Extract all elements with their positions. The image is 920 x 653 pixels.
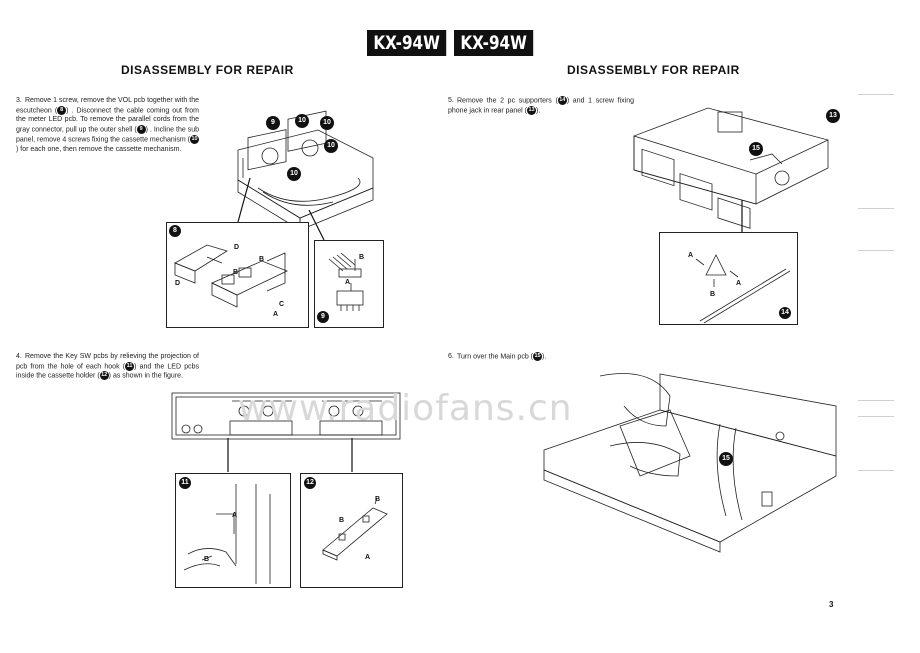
page-number: 3 xyxy=(829,600,834,609)
inset-14: A A B 14 xyxy=(659,232,798,325)
arrow-label: B xyxy=(233,269,239,276)
arrow-label: B xyxy=(259,256,265,263)
edge-mark xyxy=(858,94,894,95)
step-4: 4.Remove the Key SW pcbs by relieving th… xyxy=(16,352,199,381)
inset-11-illustration xyxy=(183,484,271,584)
callout: 15 xyxy=(749,142,763,156)
model-banner: KX-94W KX-94W xyxy=(367,30,553,56)
inset-number: 12 xyxy=(304,477,316,489)
step-6: 6.Turn over the Main pcb (15). xyxy=(448,352,634,362)
inset-9: B A 9 xyxy=(314,240,384,328)
arrow-label: B xyxy=(204,556,210,563)
step-number: 5. xyxy=(448,97,454,105)
arrow-label: A xyxy=(232,512,238,519)
model-label: KX-94W xyxy=(454,30,534,56)
inset-8: 8 D D B B C A xyxy=(166,222,309,328)
callout: 10 xyxy=(324,139,338,153)
arrow-label: B xyxy=(359,254,365,261)
edge-mark xyxy=(858,208,894,209)
step-number: 3. xyxy=(16,97,22,104)
ref-badge: 9 xyxy=(136,124,146,134)
edge-mark xyxy=(858,470,894,471)
step-5: 5.Remove the 2 pc supporters (14) and 1 … xyxy=(448,96,634,116)
arrow-label: A xyxy=(273,311,279,318)
inset-number: 11 xyxy=(179,477,191,489)
section-title-left: DISASSEMBLY FOR REPAIR xyxy=(121,63,294,77)
inset-14-illustration xyxy=(695,254,791,324)
section-title-right: DISASSEMBLY FOR REPAIR xyxy=(567,63,740,77)
arrow-label: B xyxy=(339,517,345,524)
step-text: ) as shown in the figure. xyxy=(108,372,183,380)
ref-badge: 13 xyxy=(527,105,536,115)
edge-mark xyxy=(858,416,894,417)
ref-badge: 14 xyxy=(557,96,567,105)
step-text: ). xyxy=(536,107,541,115)
inset-11: 11 A B xyxy=(175,473,291,588)
inset-12: 12 B B A xyxy=(300,473,403,588)
step-text: ). xyxy=(542,353,547,361)
ref-badge: 11 xyxy=(125,361,135,371)
step-text: ) and 1 screw fixing phone jack in rear … xyxy=(448,97,634,115)
step-number: 4. xyxy=(16,353,22,360)
ref-badge: 8 xyxy=(57,105,67,115)
step-text: Turn over the Main pcb ( xyxy=(457,353,533,361)
callout: 10 xyxy=(320,116,334,130)
step-3: 3.Remove 1 screw, remove the VOL pcb tog… xyxy=(16,96,199,154)
callout: 10 xyxy=(287,167,301,181)
watermark: www.radiofans.cn xyxy=(238,388,573,429)
arrow-label: B xyxy=(375,496,381,503)
callout: 10 xyxy=(295,114,309,128)
arrow-label: D xyxy=(175,280,181,287)
figure-front-panel xyxy=(171,392,401,440)
callout: 13 xyxy=(826,109,840,123)
model-label: KX-94W xyxy=(367,30,447,56)
ref-badge: 10 xyxy=(190,134,199,144)
step-text: ) . Incline the sub panel, remove 4 scre… xyxy=(16,126,199,144)
figure-main-pcb xyxy=(543,373,837,553)
edge-mark xyxy=(858,250,894,251)
figure-chassis-rear xyxy=(633,107,829,229)
callout: 9 xyxy=(266,116,280,130)
arrow-label: A xyxy=(345,279,351,286)
edge-mark xyxy=(858,400,894,401)
step-text: ) . Disconnect the cable coming out from… xyxy=(16,106,199,134)
step-text: ) and the LED pcbs inside the cassette h… xyxy=(16,362,199,380)
arrow-label: A xyxy=(365,554,371,561)
callout: 15 xyxy=(719,452,733,466)
step-text: ) for each one, then remove the cassette… xyxy=(16,145,182,153)
inset-number: 9 xyxy=(317,311,329,323)
inset-number: 14 xyxy=(779,307,791,319)
inset-9-illustration xyxy=(328,252,364,311)
inset-number: 8 xyxy=(169,225,181,237)
ref-badge: 15 xyxy=(533,352,542,361)
step-text: Remove the 2 pc supporters ( xyxy=(457,97,558,105)
step-number: 6. xyxy=(448,353,454,361)
arrow-label: A xyxy=(688,252,694,259)
arrow-label: D xyxy=(234,244,240,251)
inset-8-illustration xyxy=(174,244,288,308)
arrow-label: B xyxy=(710,291,716,298)
step-text: Remove 1 screw, remove the VOL pcb toget… xyxy=(16,97,199,114)
arrow-label: C xyxy=(279,301,285,308)
inset-12-illustration xyxy=(322,497,388,561)
step-text: Remove the Key SW pcbs by relieving the … xyxy=(16,353,199,370)
arrow-label: A xyxy=(736,280,742,287)
ref-badge: 12 xyxy=(99,371,109,381)
